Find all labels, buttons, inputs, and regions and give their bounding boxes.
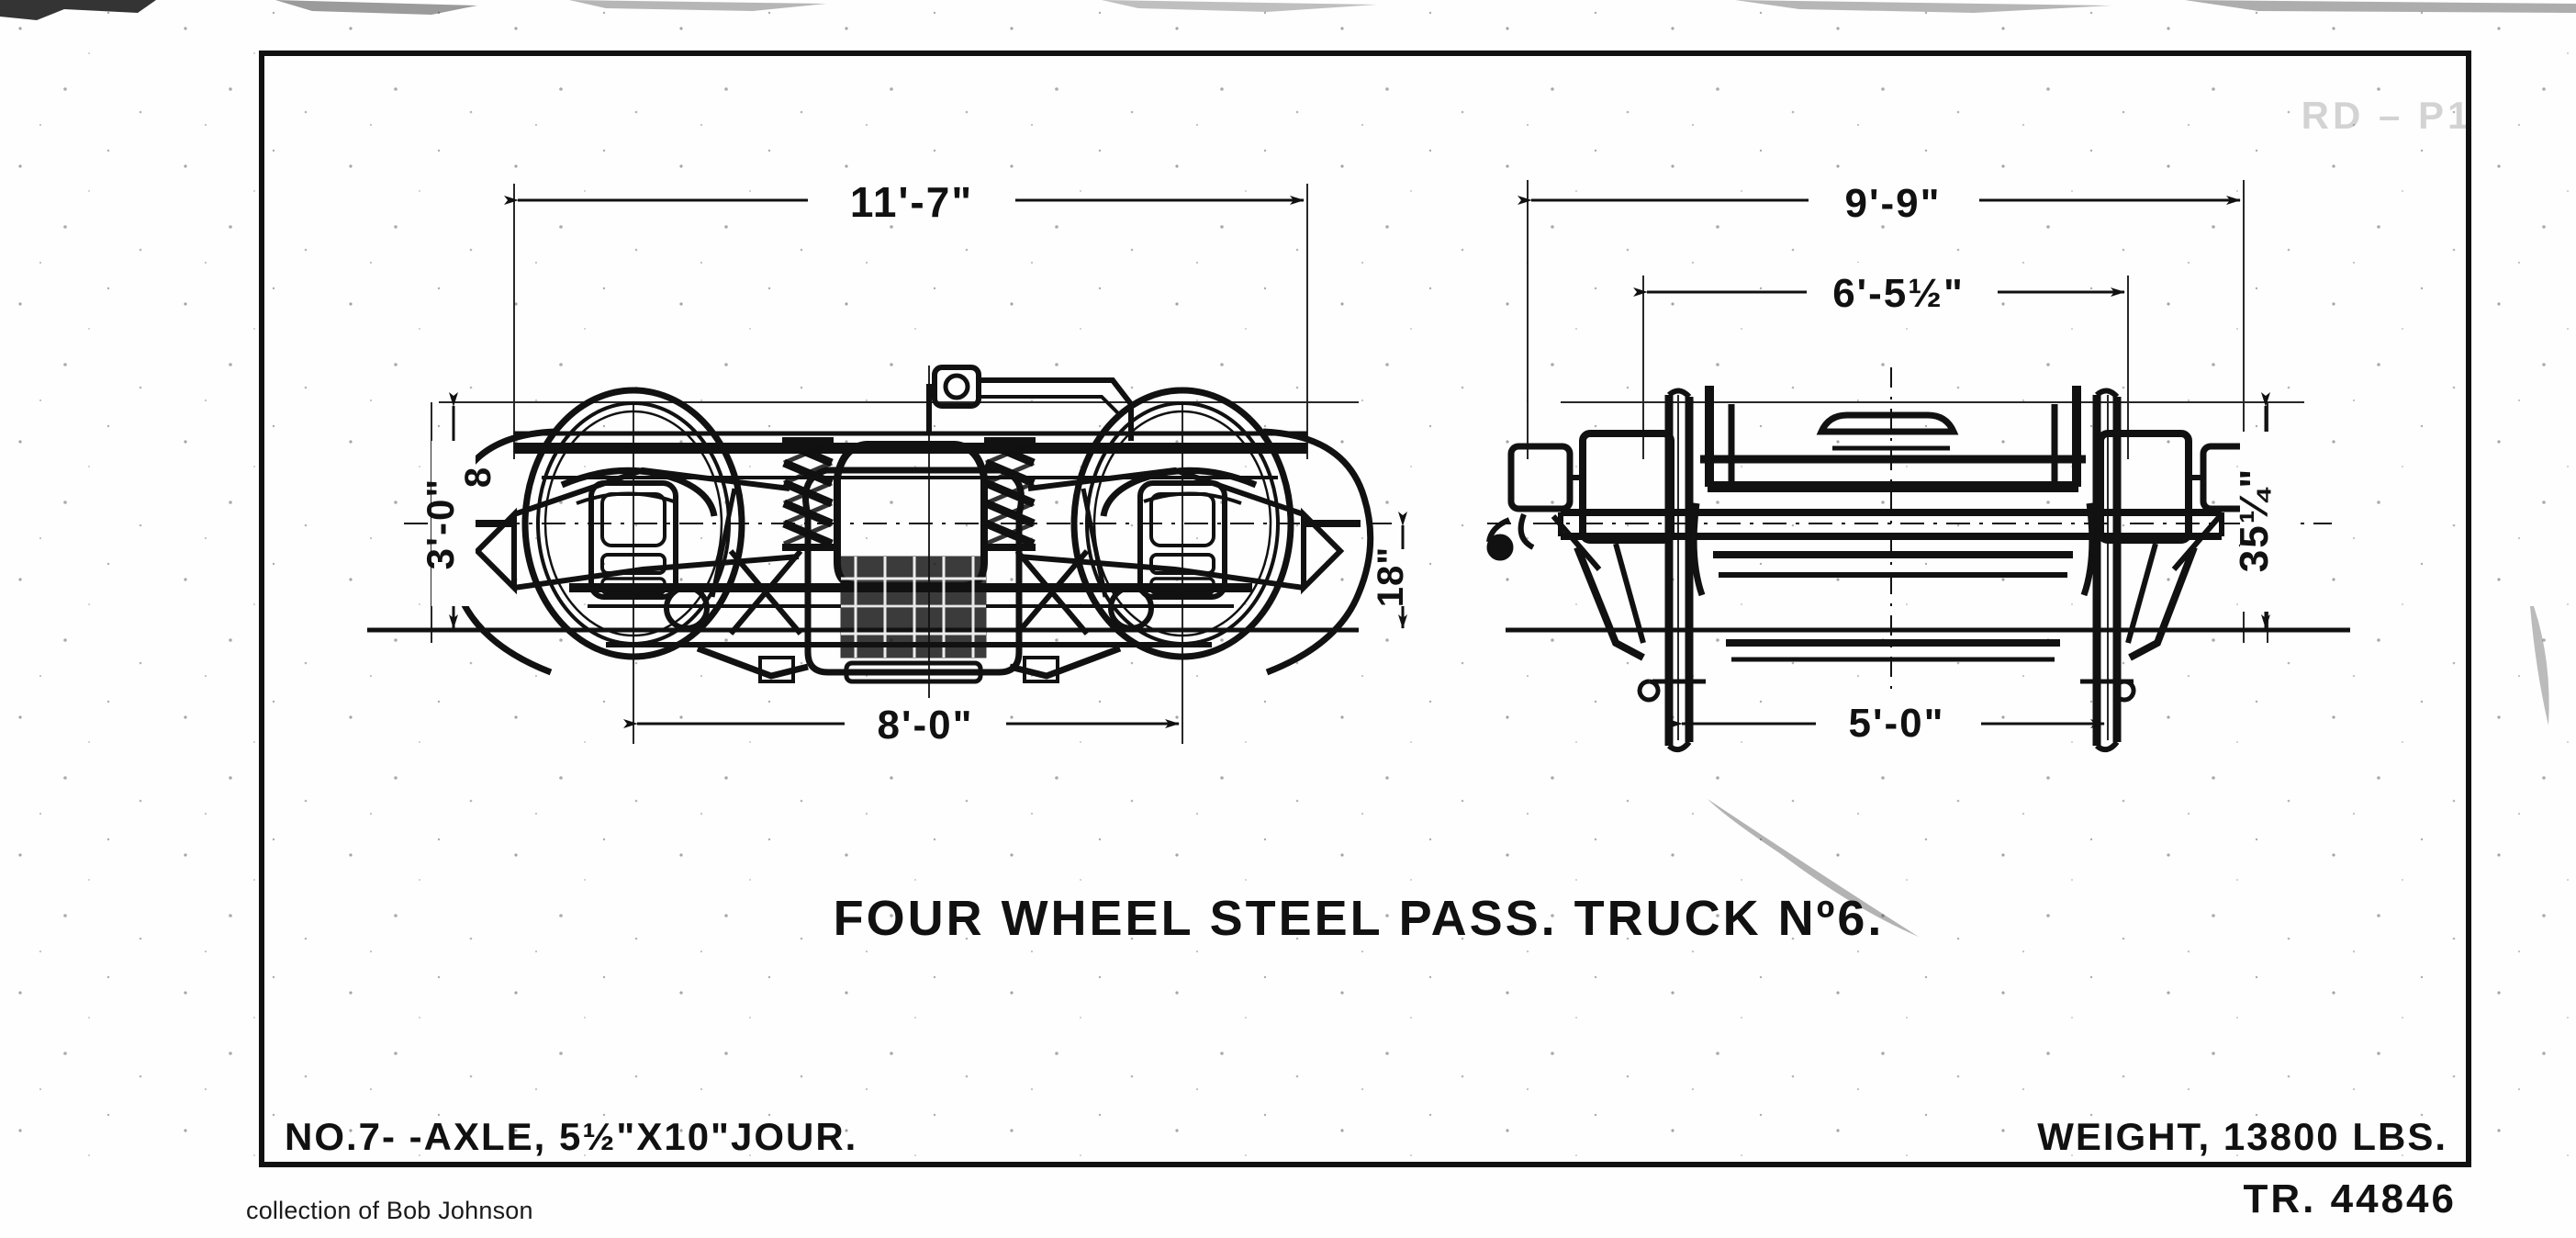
dimension-overall-length-label: 11'-7": [850, 178, 973, 226]
dimension-wheel-diameter-note: 8: [458, 467, 498, 488]
brake-rigging-side: [606, 585, 1212, 683]
side-elevation-view: [367, 184, 1395, 744]
bolster-end: [1700, 411, 2086, 662]
dimension-overall-length: 11'-7": [504, 176, 1305, 226]
dimension-overall-height: 35¼": [2232, 392, 2293, 629]
paper-edge-artifacts: [0, 0, 2576, 937]
dimension-overall-width-label: 9'-9": [1845, 181, 1942, 226]
dimension-wheel-diameter-label: 3'-0": [419, 478, 462, 570]
dimension-annotations: 11'-7" 8'-0" 3'-0" 8 18" 9'-9": [419, 176, 2293, 748]
dimension-wheelbase-label: 8'-0": [878, 703, 974, 748]
drawing-number: TR. 44846: [2244, 1176, 2457, 1221]
dimension-track-gauge: 5'-0": [1668, 698, 2105, 746]
dimension-overall-height-label: 35¼": [2232, 467, 2277, 573]
main-title: FOUR WHEEL STEEL PASS. TRUCK Nº6.: [834, 891, 1885, 946]
collection-caption: collection of Bob Johnson: [246, 1197, 533, 1224]
axle-journal-note: NO.7- -AXLE, 5½"X10"JOUR.: [285, 1115, 857, 1158]
dimension-rail-to-center: 18": [1371, 512, 1425, 629]
equalizer-right: [1018, 467, 1361, 595]
corner-stamp: RD – P1: [2302, 94, 2473, 137]
dimension-journal-centers-label: 6'-5½": [1832, 271, 1965, 316]
frame-diagonal-braces: [710, 488, 1108, 636]
weight-note: WEIGHT, 13800 LBS.: [2037, 1115, 2447, 1158]
paper-speckle: [0, 0, 2576, 1185]
dimension-wheelbase: 8'-0": [623, 700, 1180, 748]
dimension-journal-centers: 6'-5½": [1633, 263, 2125, 320]
title-block: FOUR WHEEL STEEL PASS. TRUCK Nº6. NO.7- …: [285, 94, 2473, 1221]
dimension-wheel-diameter: 3'-0" 8: [419, 392, 498, 629]
dimension-track-gauge-label: 5'-0": [1849, 701, 1945, 746]
dimension-overall-width: 9'-9": [1518, 176, 2241, 226]
drawing-border-frame: [259, 51, 2471, 1167]
journal-box-left-end: [1486, 430, 1674, 703]
dimension-rail-to-center-label: 18": [1371, 546, 1411, 607]
